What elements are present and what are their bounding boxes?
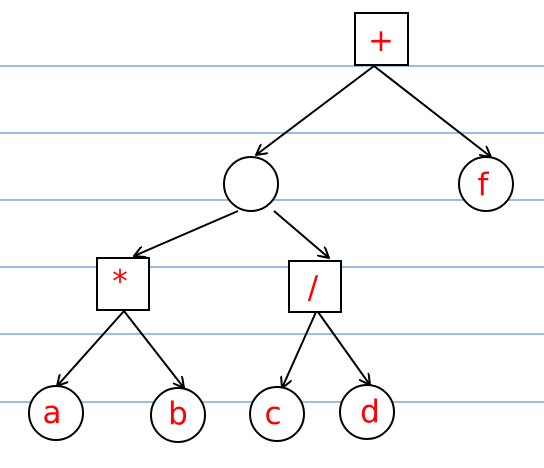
node-div: / [288, 260, 342, 313]
ruled-lines [0, 65, 544, 403]
edge-mul-to-b [123, 310, 184, 388]
edge-plus-to-empty [256, 65, 375, 155]
edge-div-to-d [317, 311, 370, 385]
node-label-d: d [360, 394, 380, 430]
node-label-a: a [43, 395, 62, 431]
edge-div-to-c [282, 311, 317, 388]
edge-empty-to-div [273, 210, 329, 258]
operand-circle [458, 156, 514, 212]
edge-empty-to-mul [134, 210, 239, 256]
edge-plus-to-f [373, 65, 491, 157]
node-d: d [339, 384, 395, 440]
edge-mul-to-a [57, 310, 125, 386]
operator-box [354, 12, 409, 66]
node-label-c: c [264, 396, 281, 432]
operand-circle [150, 387, 206, 443]
node-c: c [249, 386, 305, 442]
operand-circle [28, 385, 84, 441]
node-empty [223, 156, 279, 212]
node-label-f: f [478, 167, 490, 203]
operand-circle [339, 384, 395, 440]
node-label-mul: * [112, 264, 128, 300]
node-label-b: b [168, 396, 188, 432]
node-label-plus: + [368, 23, 394, 59]
operator-box [96, 257, 150, 311]
node-b: b [150, 387, 206, 443]
node-mul: * [96, 257, 150, 311]
node-label-div: / [308, 270, 319, 306]
node-f: f [458, 156, 514, 212]
node-a: a [28, 385, 84, 441]
operand-circle [223, 156, 279, 212]
node-plus: + [354, 12, 409, 66]
operand-circle [249, 386, 305, 442]
operator-box [288, 260, 342, 313]
tree-edges [57, 65, 491, 388]
